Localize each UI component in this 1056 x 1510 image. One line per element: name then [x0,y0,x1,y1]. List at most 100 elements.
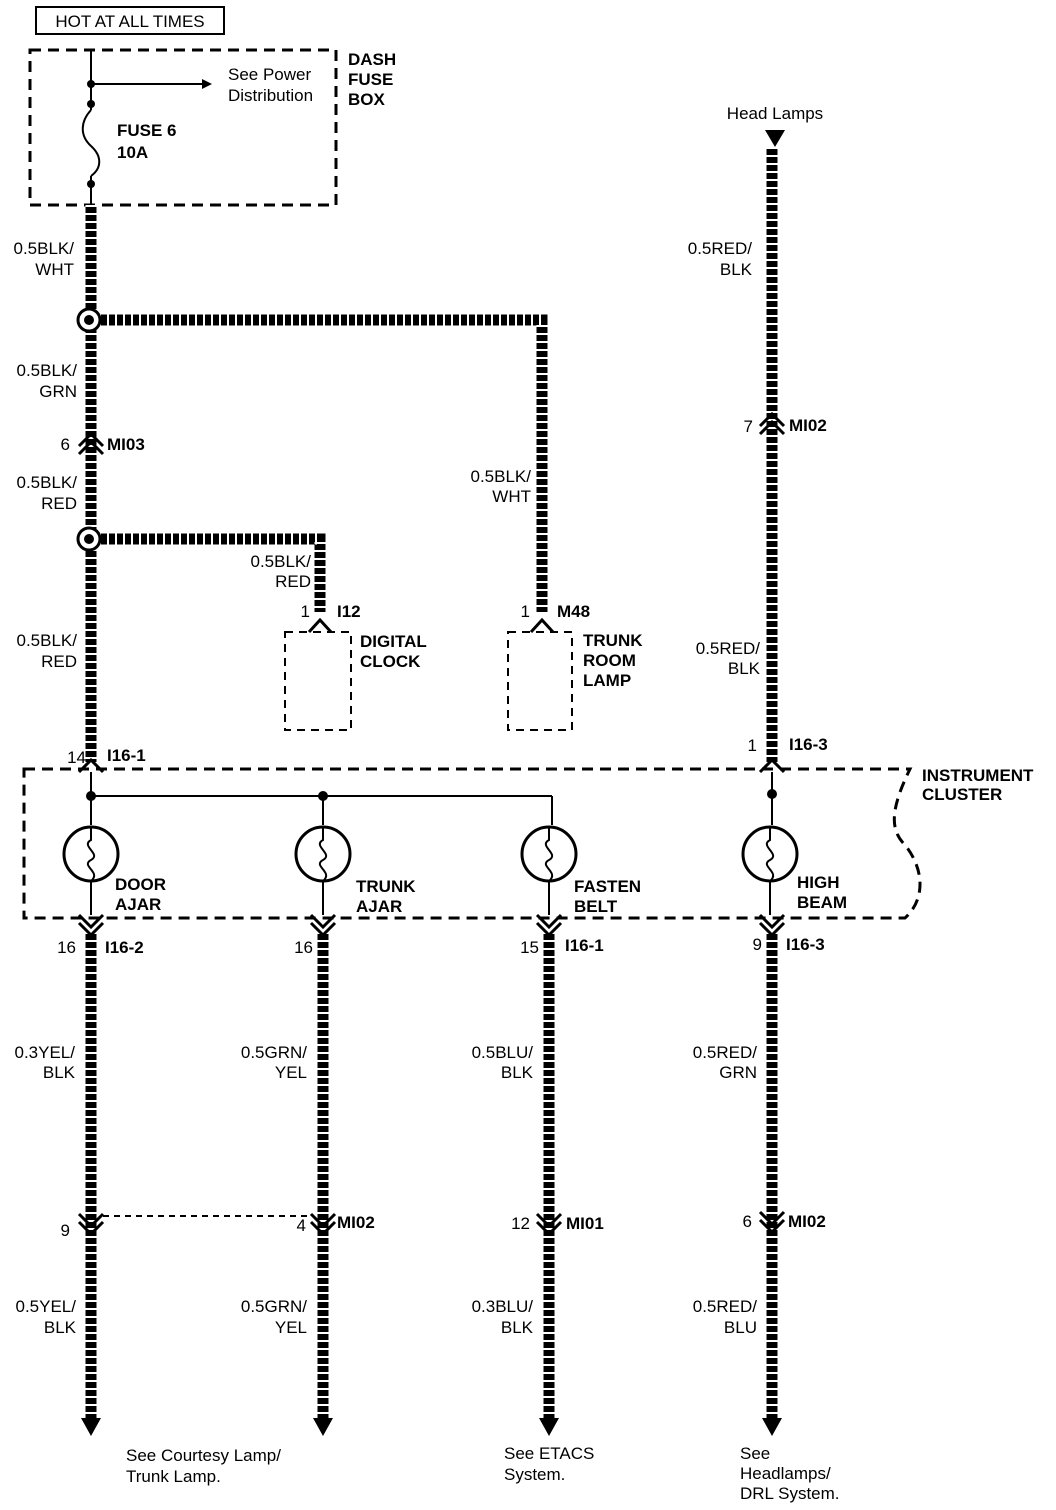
wire-label: 0.5RED/BLK [688,239,753,279]
svg-text:BLK: BLK [501,1318,534,1337]
svg-text:0.5YEL/: 0.5YEL/ [16,1297,77,1316]
svg-text:1: 1 [748,736,757,755]
connector-i16-2-bot: 16 I16-2 [57,913,144,957]
svg-text:7: 7 [744,417,753,436]
svg-text:14: 14 [67,748,86,767]
wire-label: 0.5BLK/RED [17,631,78,671]
svg-text:DIGITAL: DIGITAL [360,632,427,651]
wire-label: 0.5YEL/BLK [16,1297,77,1337]
trunk-room-lamp: 1 M48 TRUNK ROOM LAMP [507,602,643,731]
wire-label: 0.5RED/GRN [693,1043,758,1082]
svg-text:HOT AT ALL TIMES: HOT AT ALL TIMES [55,12,204,31]
svg-text:CLUSTER: CLUSTER [922,785,1002,804]
fuse-icon [81,109,101,177]
svg-text:BLK: BLK [720,260,753,279]
svg-text:FUSE: FUSE [348,70,393,89]
svg-text:0.3YEL/: 0.3YEL/ [15,1043,76,1062]
svg-text:0.5BLK/: 0.5BLK/ [17,361,78,380]
connector-i16-3-bot: 9 I16-3 [753,913,825,954]
svg-text:BLK: BLK [43,1063,76,1082]
svg-text:Trunk Lamp.: Trunk Lamp. [126,1467,221,1486]
svg-text:BELT: BELT [574,897,618,916]
svg-text:MI03: MI03 [107,435,145,454]
svg-text:MI02: MI02 [337,1213,375,1232]
wire-label: 0.5BLK/GRN [17,361,78,401]
reference-courtesy: See Courtesy Lamp/Trunk Lamp. [126,1446,281,1486]
svg-text:0.5GRN/: 0.5GRN/ [241,1043,307,1062]
splice-icon [76,526,102,552]
svg-text:CLOCK: CLOCK [360,652,421,671]
svg-text:Headlamps/: Headlamps/ [740,1464,831,1483]
svg-text:0.5BLK/: 0.5BLK/ [14,239,75,258]
fasten-belt-bulb-icon [520,825,578,915]
svg-text:9: 9 [61,1221,70,1240]
connector-mi02-a: 9 [61,1212,105,1240]
instrument-cluster: INSTRUMENT CLUSTER [22,766,1034,920]
svg-text:Distribution: Distribution [228,86,313,105]
hot-at-all-times-label: HOT AT ALL TIMES [35,6,225,35]
svg-text:12: 12 [511,1214,530,1233]
connector-i16-1-top: 14 I16-1 [67,746,146,774]
svg-text:0.5RED/: 0.5RED/ [693,1043,758,1062]
svg-text:0.5BLK/: 0.5BLK/ [251,552,312,571]
door-ajar-bulb-icon [62,825,120,915]
svg-text:I12: I12 [337,602,361,621]
svg-text:0.5BLK/: 0.5BLK/ [17,631,78,650]
wire-label: 0.5RED/BLK [696,639,761,678]
svg-text:DASH: DASH [348,50,396,69]
arrow-down-icon [539,1418,559,1436]
svg-text:YEL: YEL [275,1318,307,1337]
connector-mi02-top: 7 MI02 [744,411,827,436]
head-lamps-label: Head Lamps [727,104,823,123]
wire-label: 0.5GRN/YEL [241,1297,307,1337]
svg-text:RED: RED [41,652,77,671]
high-beam-bulb-icon [741,825,799,915]
svg-text:RED: RED [275,572,311,591]
svg-text:1: 1 [521,602,530,621]
svg-text:I16-3: I16-3 [789,735,828,754]
svg-text:WHT: WHT [492,487,531,506]
connector-i16-3-top: 1 I16-3 [748,735,828,774]
svg-text:TRUNK: TRUNK [356,877,416,896]
svg-text:4: 4 [297,1216,306,1235]
connector-mi03: 6 MI03 [61,431,145,456]
svg-text:BLK: BLK [728,659,761,678]
arrow-down-icon [313,1418,333,1436]
wire-label: 0.3BLU/BLK [472,1297,534,1337]
svg-text:RED: RED [41,494,77,513]
svg-text:See Courtesy Lamp/: See Courtesy Lamp/ [126,1446,281,1465]
svg-text:GRN: GRN [39,382,77,401]
arrow-down-icon [81,1418,101,1436]
svg-text:0.5BLK/: 0.5BLK/ [471,467,532,486]
svg-text:BLK: BLK [44,1318,77,1337]
svg-text:I16-2: I16-2 [105,938,144,957]
svg-text:HIGH: HIGH [797,873,840,892]
svg-text:6: 6 [743,1212,752,1231]
svg-text:0.5RED/: 0.5RED/ [696,639,761,658]
wire-label: 0.5BLK/RED [17,473,78,513]
wires-lower [85,932,778,1418]
connector-mi01: 12 MI01 [511,1212,604,1237]
arrow-down-icon [762,1418,782,1436]
svg-text:15: 15 [520,938,539,957]
wire-label: 0.5BLK/WHT [14,239,75,279]
connector-mi02-b: 4 MI02 [297,1212,375,1237]
svg-text:BLU: BLU [724,1318,757,1337]
connector-i16-1-bot: 15 I16-1 [520,913,604,957]
cluster-bus [86,772,777,825]
svg-text:YEL: YEL [275,1063,307,1082]
digital-clock: 1 I12 DIGITAL CLOCK [284,602,427,731]
svg-text:0.5BLU/: 0.5BLU/ [472,1043,534,1062]
svg-text:FASTEN: FASTEN [574,877,641,896]
svg-text:See Power: See Power [228,65,311,84]
svg-text:GRN: GRN [719,1063,757,1082]
wire-label: 0.5RED/BLU [693,1297,758,1337]
wire-label: 0.3YEL/BLK [15,1043,76,1082]
svg-text:FUSE 6: FUSE 6 [117,121,177,140]
svg-text:0.5BLK/: 0.5BLK/ [17,473,78,492]
arrow-down-icon [765,130,785,147]
